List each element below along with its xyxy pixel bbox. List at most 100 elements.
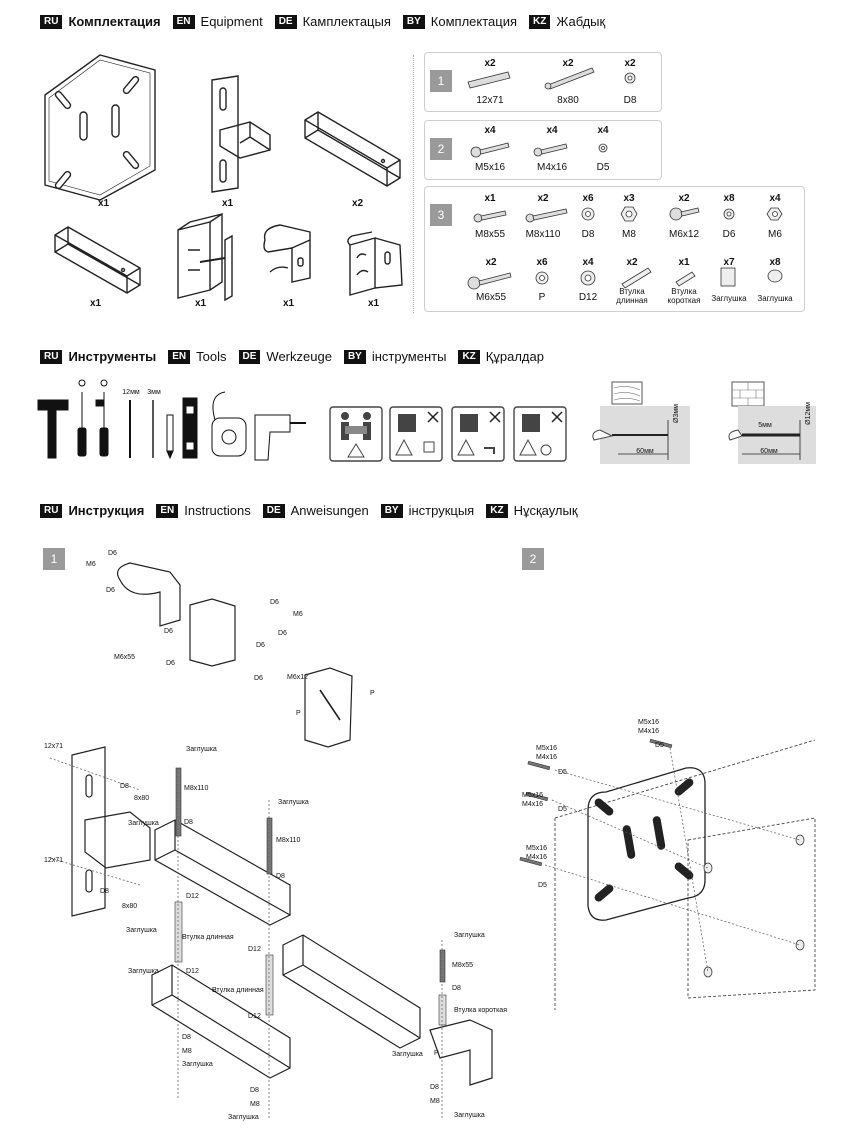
anchor-icon <box>467 71 511 89</box>
pack-3-item-13-name: Заглушка <box>711 294 747 303</box>
label-m6x12: M6x12 <box>287 674 309 681</box>
label-d6: D6 <box>108 550 117 557</box>
sleeve-long-icon <box>621 267 652 289</box>
tape-measure-icon <box>211 391 247 457</box>
drill-bit-size-1: 12мм <box>122 389 140 396</box>
sleeve-short-icon <box>438 994 447 1026</box>
tools-header: RU Инструменты EN Tools DE Werkzeuge BY … <box>40 349 550 364</box>
label-m5x16: M5x16 <box>522 792 544 799</box>
bolt-m8x110-icon <box>266 817 273 875</box>
lang-tag-ru: RU <box>40 503 63 518</box>
label-m4x16: M4x16 <box>638 728 660 735</box>
label-m6x55: M6x55 <box>114 654 136 661</box>
pack-2-icons <box>470 142 608 158</box>
instructions-label-de: Anweisungen <box>290 503 369 518</box>
lang-tag-en: EN <box>156 503 179 518</box>
label-d6: D6 <box>278 630 287 637</box>
pack-2-badge: 2 <box>430 138 452 160</box>
sleeve-long-icon <box>265 954 274 1016</box>
label-12x71: 12x71 <box>44 857 64 864</box>
pack-3-item-12-name: Втулка короткая <box>667 287 701 305</box>
phillips-screwdriver-icon <box>99 379 109 457</box>
label-d6: D6 <box>166 660 175 667</box>
equipment-label-by: Комплектация <box>430 14 518 29</box>
label-m5x16: M5x16 <box>536 745 558 752</box>
sleeve-long-icon <box>174 901 183 963</box>
bolt-m8x55-icon <box>439 949 446 983</box>
label-d6: D6 <box>164 628 173 635</box>
pack-3-item-5: x2 M6x12 <box>664 193 704 240</box>
pack-3-item-1: x1 M8x55 <box>470 193 510 240</box>
pack-3-item-11-name: Втулка длинная <box>616 287 648 305</box>
pack-1-badge: 1 <box>430 70 452 92</box>
pack-3-item-3: x6 D8 <box>573 193 603 240</box>
pack-3-item-10-qty: x4 <box>582 257 594 268</box>
label-8x80: 8x80 <box>122 903 138 910</box>
label-p: P <box>370 690 375 697</box>
pack-2-item-1: x4 M5x16 <box>470 125 510 173</box>
label-d8: D8 <box>120 783 129 790</box>
pack-3-item-4: x3 M8 <box>614 193 644 240</box>
wood-drill-depth: 60мм <box>636 448 654 455</box>
brick-drill-diameter: Ø12мм <box>805 402 812 425</box>
pack-3-icons <box>467 206 783 290</box>
equipment-label-kz: Жабдық <box>556 14 606 29</box>
tools-icons <box>37 379 816 464</box>
pack-3-item-8: x2 M6x55 <box>468 257 514 303</box>
label-d8: D8 <box>250 1087 259 1094</box>
pack-3-item-4-name: M8 <box>622 229 636 240</box>
label-m8: M8 <box>430 1098 440 1105</box>
step-2-badge: 2 <box>522 548 544 570</box>
pack-1-item-2: x2 8x80 <box>548 58 588 106</box>
pack-3-item-5-name: M6x12 <box>668 229 699 240</box>
pack-3-item-10-name: D12 <box>578 292 598 303</box>
wall-bracket-qty: x1 <box>222 198 234 209</box>
label-d8: D8 <box>184 819 193 826</box>
label-d6: D6 <box>106 587 115 594</box>
pack-3-item-14-name: Заглушка <box>757 294 793 303</box>
pack-1-item-3-name: D8 <box>623 95 637 106</box>
lang-tag-kz: KZ <box>529 14 551 29</box>
pack-3-item-5-qty: x2 <box>678 193 690 204</box>
screw-head-icon <box>544 82 552 90</box>
label-d5: D5 <box>538 882 547 889</box>
label-d5: D5 <box>655 742 664 749</box>
instructions-label-ru: Инструкция <box>68 503 145 518</box>
label-sleeve-short: Втулка короткая <box>454 1007 507 1014</box>
label-d12: D12 <box>186 893 199 900</box>
level-icon <box>182 397 198 459</box>
bolt-m8x110-icon <box>175 767 182 837</box>
lang-tag-en: EN <box>172 14 195 29</box>
label-d12: D12 <box>186 968 199 975</box>
label-m5x16: M5x16 <box>526 845 548 852</box>
pack-3-item-12-qty: x1 <box>678 257 690 268</box>
cap-square-icon <box>720 267 736 287</box>
wall-bracket-drawing <box>211 75 239 193</box>
pack-3-item-9: x6 P <box>527 257 557 303</box>
hammer-icon <box>37 399 69 459</box>
label-d6: D6 <box>254 675 263 682</box>
tools-label-en: Tools <box>196 349 227 364</box>
corner-bracket-qty: x1 <box>368 298 380 309</box>
equipment-label-de: Камплектацыя <box>302 14 391 29</box>
brick-drill-diagram <box>728 381 816 464</box>
lang-tag-by: BY <box>402 14 425 29</box>
lang-tag-kz: KZ <box>458 349 480 364</box>
pack-3-item-14-qty: x8 <box>769 257 781 268</box>
pack-2-item-2-qty: x4 <box>546 125 558 136</box>
pack-1-item-1: x2 12x71 <box>470 58 510 106</box>
label-cap: Заглушка <box>278 799 309 806</box>
label-d8: D8 <box>100 888 109 895</box>
pack-3-item-4-qty: x3 <box>623 193 635 204</box>
label-m4x16: M4x16 <box>536 754 558 761</box>
label-m8x110: M8x110 <box>184 785 209 792</box>
pack-1-icons <box>467 67 636 90</box>
pack-2-item-1-name: M5x16 <box>474 162 505 173</box>
lang-tag-by: BY <box>380 503 403 518</box>
drill-bit-size-2: 3мм <box>147 389 161 396</box>
wood-drill-diameter: Ø3мм <box>673 404 680 423</box>
hook-bracket-drawing <box>263 224 311 283</box>
clamp-qty: x1 <box>195 298 207 309</box>
pack-2-item-1-qty: x4 <box>484 125 496 136</box>
pack-2-item-2: x4 M4x16 <box>532 125 572 173</box>
